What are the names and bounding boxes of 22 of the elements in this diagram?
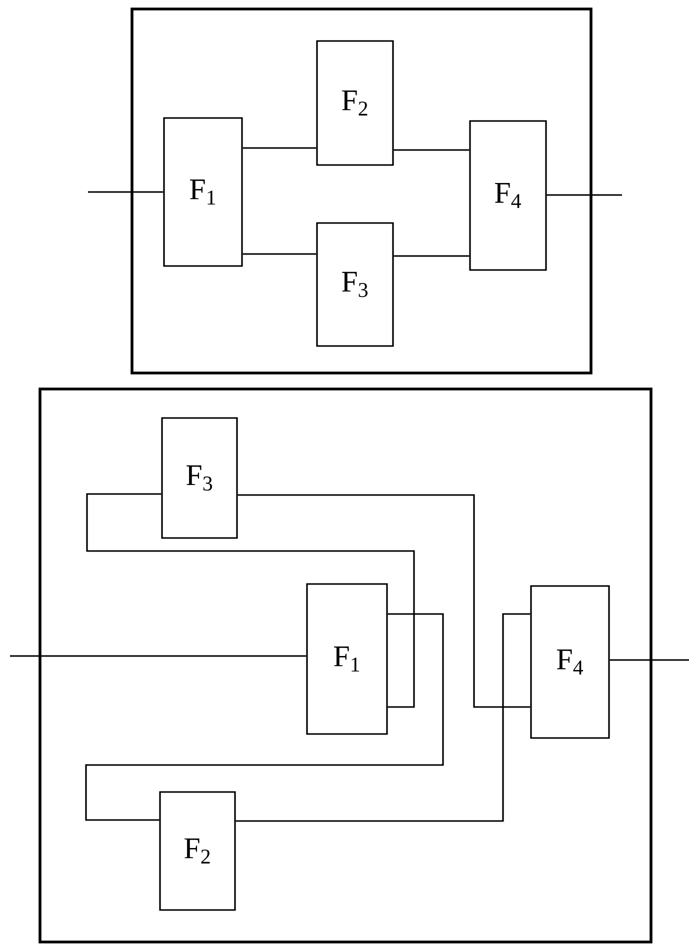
connector-line	[394, 255, 470, 257]
connector-line	[546, 194, 622, 196]
function-box: F$_{3}$	[161, 417, 238, 539]
function-box: F$_{1}$	[163, 117, 243, 267]
connector-line	[394, 149, 470, 151]
connector-line	[236, 613, 530, 822]
function-box: F$_{3}$	[316, 222, 394, 347]
connector-line	[242, 253, 316, 255]
connector-line	[10, 655, 306, 657]
connector-line	[88, 191, 164, 193]
function-box: F$_{4}$	[530, 585, 610, 739]
connector-line	[238, 494, 530, 708]
connector-line	[610, 659, 689, 661]
frame	[38, 388, 652, 944]
frame	[130, 8, 592, 374]
connector-line	[242, 147, 316, 149]
connector-line	[85, 613, 444, 821]
function-box: F$_{1}$	[306, 583, 388, 735]
function-box: F$_{4}$	[469, 120, 547, 271]
function-box: F$_{2}$	[159, 791, 236, 911]
connector-line	[86, 493, 415, 708]
function-box: F$_{2}$	[316, 40, 394, 166]
